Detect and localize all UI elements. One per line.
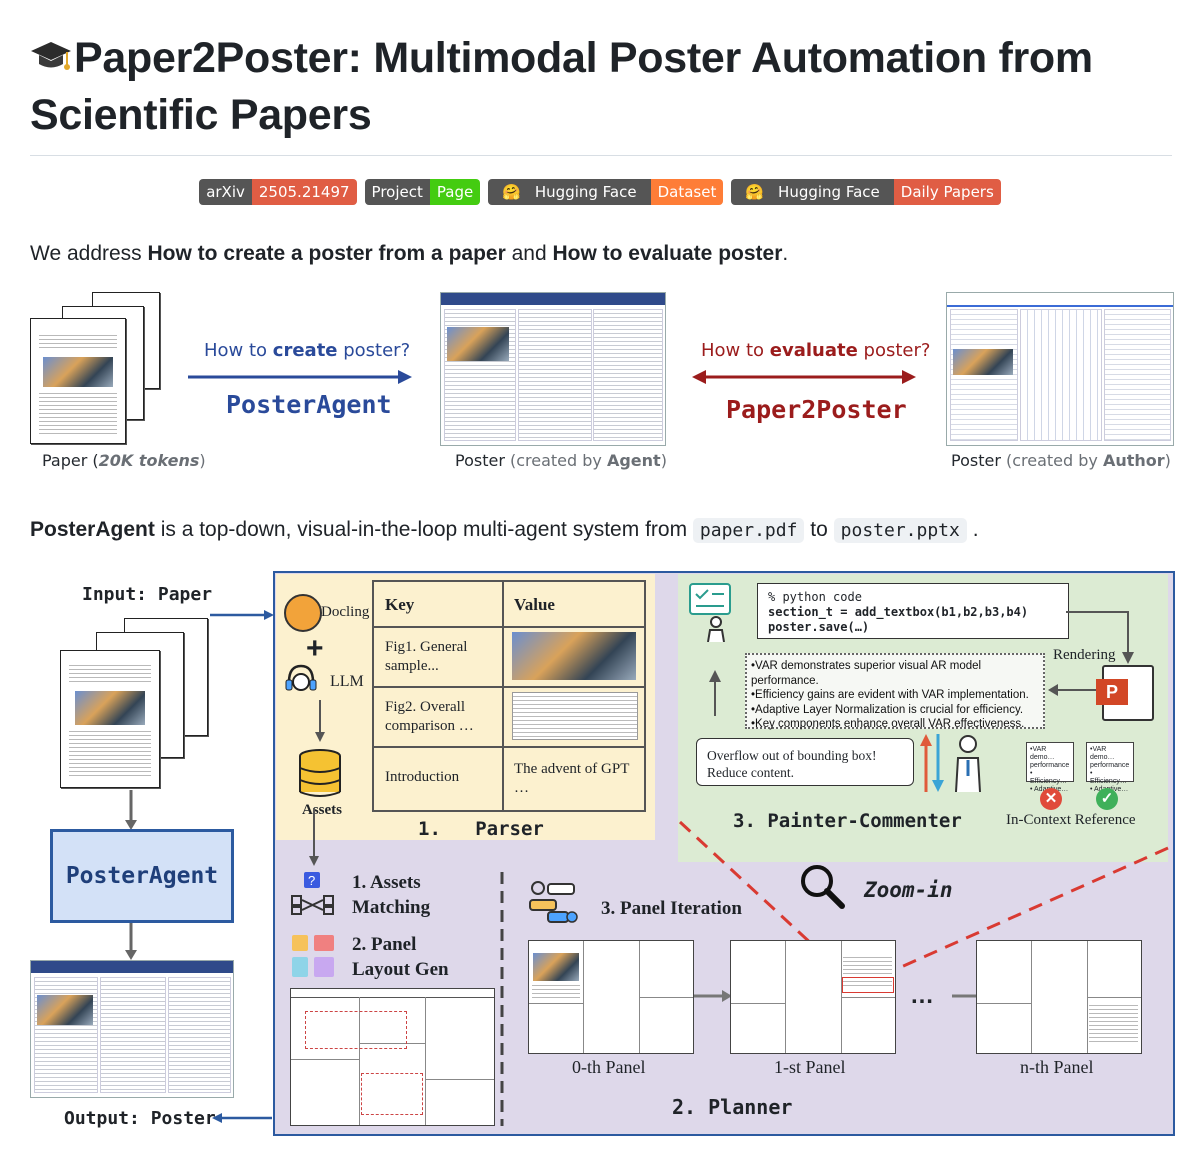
panel-n-label: n-th Panel — [1020, 1057, 1094, 1077]
code-line: section_t = add_textbox(b1,b2,b3,b4) — [768, 605, 1029, 619]
code-line: poster.save(…) — [768, 620, 870, 634]
painter-commenter-label: 3. Painter-Commenter — [733, 810, 962, 832]
painter-agent-icon — [689, 583, 731, 642]
agent-poster-thumbnail — [440, 292, 666, 446]
create-question: How to create poster? — [204, 340, 411, 361]
panel-iteration-label: 3. Panel Iteration — [601, 898, 742, 919]
panel-0-preview — [528, 940, 694, 1054]
up-arrow — [709, 670, 721, 716]
author-poster-thumbnail — [946, 292, 1174, 446]
docling-label: Docling — [321, 604, 370, 620]
llm-headset-icon — [285, 664, 317, 691]
badge-label: Project — [364, 179, 430, 205]
table-key-cell: Introduction — [385, 769, 460, 785]
panel-1-label: 1-st Panel — [774, 1057, 846, 1077]
badge-value: Dataset — [650, 179, 724, 205]
paper2poster-label: Paper2Poster — [726, 395, 907, 424]
plus-icon: + — [306, 632, 324, 665]
assets-matching-label: 1. Assets Matching — [352, 872, 431, 918]
in-context-reference-label: In-Context Reference — [1006, 812, 1136, 828]
code-poster-pptx: poster.pptx — [833, 518, 967, 543]
planner-label: 2. Planner — [672, 1095, 793, 1119]
bullet-line: •Adaptive Layer Normalization is crucial… — [751, 703, 1024, 716]
ellipsis: … — [910, 982, 934, 1009]
assets-label: Assets — [302, 802, 342, 818]
title-divider — [30, 155, 1172, 156]
panel-n-preview — [976, 940, 1142, 1054]
code-panel: % python code section_t = add_textbox(b1… — [757, 583, 1069, 639]
badge-label: 🤗Hugging Face — [488, 179, 651, 205]
create-arrow — [188, 370, 412, 384]
author-poster-caption: Poster (created by Author) — [951, 451, 1171, 470]
table-key-cell: Fig1. General sample... — [385, 639, 468, 674]
render-arrow — [1066, 611, 1134, 664]
feedback-arrow — [1048, 684, 1096, 696]
overflow-message-bubble: Overflow out of bounding box! Reduce con… — [696, 738, 914, 786]
accept-icon: ✓ — [1096, 788, 1118, 810]
docling-icon — [284, 594, 322, 632]
table-value-cell: The advent of GPT … — [514, 761, 630, 796]
panel-1-preview — [730, 940, 896, 1054]
bad-reference-card: •VAR demo…performance• Efficiency…• Adap… — [1026, 742, 1074, 793]
input-paper-thumbnail — [60, 650, 160, 788]
bullet-line: •Key components enhance overall VAR effe… — [751, 718, 1025, 730]
intro-paragraph: We address How to create a poster from a… — [30, 242, 789, 265]
good-reference-card: •VAR demo…performance• Efficiency…• Adap… — [1086, 742, 1134, 793]
panel-iteration-icon — [529, 881, 578, 923]
hugging-face-icon: 🤗 — [745, 183, 765, 201]
table-value-image — [512, 632, 636, 680]
graduation-cap-icon — [30, 36, 72, 78]
table-value-table-image — [512, 692, 638, 740]
rendered-text-preview: •VAR demonstrates superior visual AR mod… — [745, 653, 1045, 730]
poster-agent-box: PosterAgent — [50, 829, 234, 923]
table-header-value: Value — [514, 595, 555, 614]
badge-label: arXiv — [199, 179, 252, 205]
reject-icon: ✕ — [1040, 788, 1062, 810]
page-title: Paper2Poster: Multimodal Poster Automati… — [30, 34, 1093, 139]
poster-agent-label: PosterAgent — [226, 390, 392, 419]
agent-poster-caption: Poster (created by Agent) — [455, 451, 667, 470]
rendering-label: Rendering — [1053, 647, 1116, 663]
code-paper-pdf: paper.pdf — [692, 518, 805, 543]
badge-value: Page — [429, 179, 481, 205]
description-paragraph: PosterAgent is a top-down, visual-in-the… — [30, 518, 979, 543]
magnifier-icon — [801, 865, 845, 909]
assets-matching-icon: ? — [291, 872, 334, 915]
badge-label: 🤗Hugging Face — [731, 179, 894, 205]
panel-layout-icon — [292, 935, 334, 977]
output-poster-thumbnail — [30, 960, 234, 1098]
parser-label: 1. Parser — [418, 818, 544, 840]
llm-label: LLM — [330, 673, 364, 690]
panel-layout-label: 2. Panel Layout Gen — [352, 934, 449, 980]
badge-value: Daily Papers — [893, 179, 1001, 205]
paper-thumbnail — [30, 318, 126, 444]
paper-caption: Paper (20K tokens) — [42, 451, 206, 470]
code-comment: % python code — [768, 590, 862, 604]
zoom-in-label: Zoom-in — [864, 878, 953, 902]
key-value-table: Key Value Fig1. General sample... Fig2. … — [372, 580, 646, 812]
badge-value: 2505.21497 — [251, 179, 357, 205]
panel-0-label: 0-th Panel — [572, 1057, 646, 1077]
assets-flow — [299, 700, 341, 797]
table-header-key: Key — [385, 595, 415, 614]
layout-preview — [290, 988, 495, 1126]
output-label: Output: Poster — [64, 1108, 216, 1129]
evaluate-question: How to evaluate poster? — [701, 340, 931, 361]
input-label: Input: Paper — [82, 584, 213, 605]
hugging-face-icon: 🤗 — [502, 183, 521, 201]
table-key-cell: Fig2. Overall comparison … — [385, 699, 474, 734]
bullet-line: •VAR demonstrates superior visual AR mod… — [751, 660, 982, 687]
svg-text:?: ? — [308, 873, 315, 888]
evaluate-arrow — [692, 370, 916, 384]
commenter-agent-icon — [920, 734, 981, 793]
bullet-line: •Efficiency gains are evident with VAR i… — [751, 689, 1029, 701]
pptx-file-icon: P — [1096, 665, 1154, 721]
